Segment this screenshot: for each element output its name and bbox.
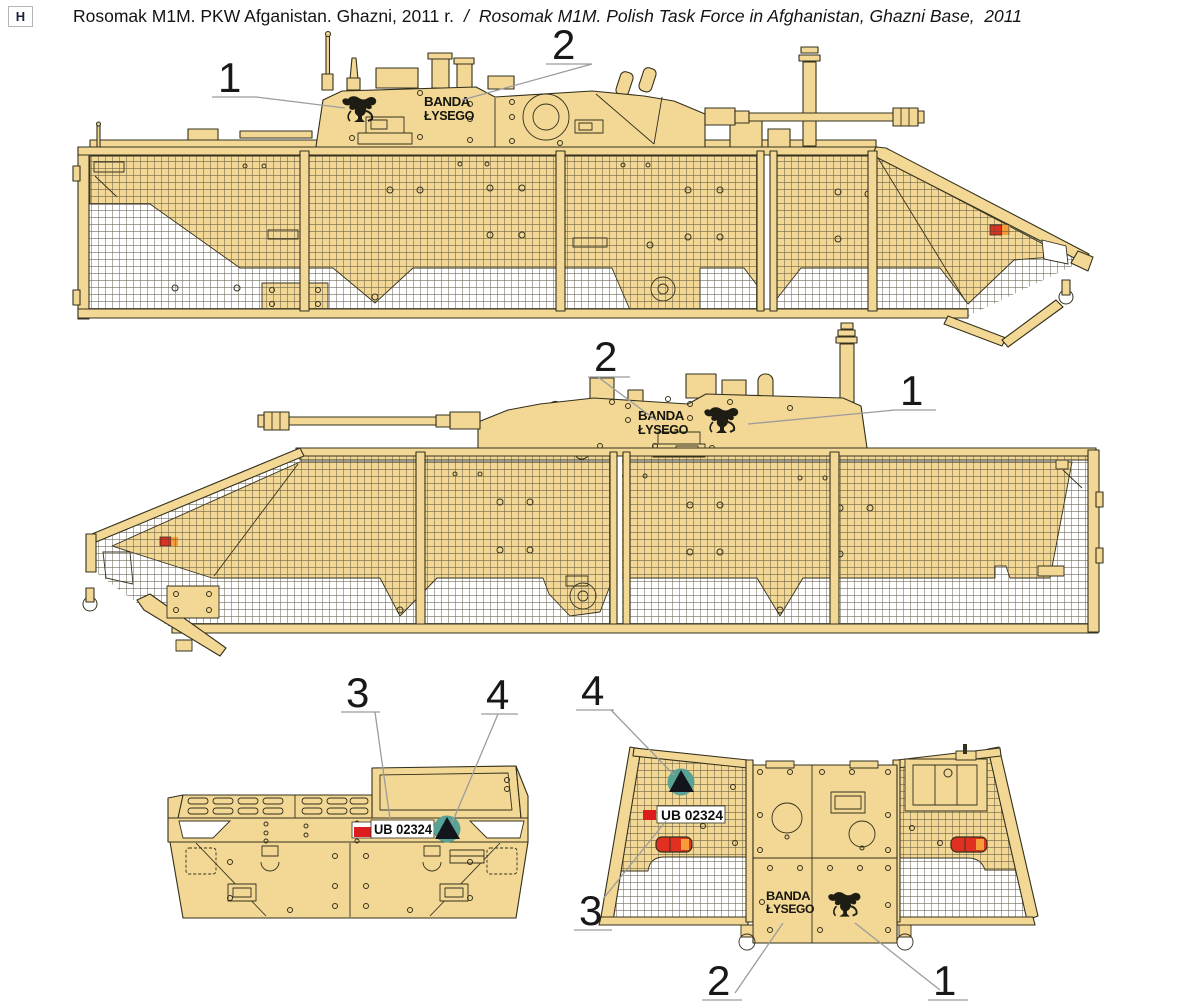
unit-marking-line1: BANDA <box>424 94 471 109</box>
rear-view: BANDA ŁYSEGO UB 02324 <box>598 744 1039 951</box>
callout-number-2: 2 <box>594 333 617 380</box>
convoy-triangle-marker <box>433 815 461 843</box>
turret <box>477 393 869 456</box>
callout-number-1: 1 <box>933 957 956 1004</box>
left-tail-light <box>655 836 693 853</box>
gun-barrel <box>257 411 481 431</box>
stowage-rack <box>904 758 988 812</box>
license-plate-number: UB 02324 <box>374 822 432 837</box>
slat-armor-mesh <box>608 755 748 917</box>
callouts-front: 3 4 <box>341 669 518 824</box>
unit-marking-line2: ŁYSEGO <box>638 422 688 437</box>
callout-number-4: 4 <box>486 671 509 718</box>
unit-marking-line1: BANDA <box>766 891 810 903</box>
right-headlight-recess <box>468 820 525 839</box>
gun-barrel <box>704 107 925 127</box>
callout-number-4: 4 <box>581 667 604 714</box>
header: H Rosomak M1M. PKW Afganistan. Ghazni, 2… <box>8 6 1177 27</box>
title-separator: / <box>463 6 469 26</box>
callout-number-2: 2 <box>552 21 575 68</box>
title-english: Rosomak M1M. Polish Task Force in Afghan… <box>478 6 1022 26</box>
brand-logo: H <box>8 6 33 27</box>
title-polish: Rosomak M1M. PKW Afganistan. Ghazni, 201… <box>73 6 454 26</box>
callout-number-1: 1 <box>900 367 923 414</box>
front-view: UB 02324 <box>167 765 529 919</box>
roof-vent-slats <box>187 797 369 815</box>
lower-hull <box>169 841 529 919</box>
callout-number-3: 3 <box>346 669 369 716</box>
unit-marking-line1: BANDA <box>638 408 685 423</box>
callouts-view1: 1 2 <box>212 21 593 109</box>
slat-armor-mesh <box>84 150 1089 317</box>
license-plate <box>656 805 726 824</box>
unit-marking-line2: ŁYSEGO <box>766 904 814 916</box>
callout-number-2: 2 <box>707 957 730 1004</box>
callout-number-1: 1 <box>218 54 241 101</box>
side-view-gun-right: BANDA ŁYSEGO <box>72 30 1094 348</box>
unit-marking-line2: ŁYSEGO <box>424 108 474 123</box>
callouts-view2: 2 1 <box>588 333 936 425</box>
license-plate-number: UB 02324 <box>661 808 723 823</box>
rear-doors <box>752 764 898 944</box>
slat-armor-mesh <box>90 450 1096 632</box>
left-headlight-recess <box>178 820 232 839</box>
polish-flag <box>643 810 656 820</box>
side-view-gun-left: BANDA ŁYSEGO <box>82 322 1104 657</box>
callouts-rear: 4 3 2 1 <box>574 667 968 1004</box>
callout-number-3: 3 <box>579 887 602 934</box>
right-tail-light <box>950 836 988 853</box>
